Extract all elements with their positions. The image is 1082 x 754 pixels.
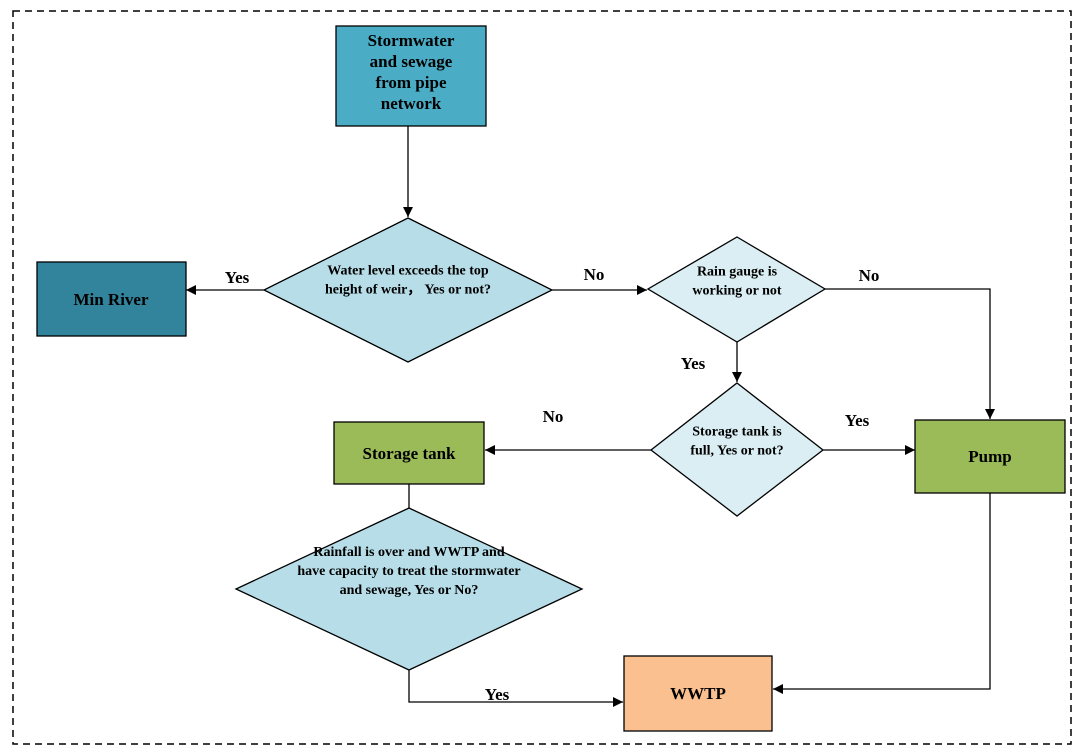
edge-label-rainfall-wwtp-yes: Yes xyxy=(485,685,510,704)
label-line: Storage tank xyxy=(362,444,456,463)
label-line: Rainfall is over and WWTP and xyxy=(313,545,504,560)
label-line: and sewage xyxy=(370,52,453,71)
source-node-label: Stormwater and sewage from pipe network xyxy=(368,31,455,113)
edge-label-weir-river-yes: Yes xyxy=(225,268,250,287)
wwtp-label: WWTP xyxy=(670,684,726,703)
storage-full-decision-node xyxy=(649,382,825,517)
label-line: Storage tank is xyxy=(692,425,782,440)
label-line: Pump xyxy=(968,447,1011,466)
edge-label-storage-pump-yes: Yes xyxy=(845,411,870,430)
source-node xyxy=(335,25,487,127)
label-line: Min River xyxy=(73,290,149,309)
edge-label-gauge-pump-no: No xyxy=(859,266,880,285)
dashed-frame xyxy=(12,10,1072,745)
edge-label-weir-gauge-no: No xyxy=(584,265,605,284)
label-line: and sewage, Yes or No? xyxy=(340,583,479,598)
label-line: working or not xyxy=(692,284,782,299)
edge-label-storage-tank-no: No xyxy=(543,407,564,426)
pump-node xyxy=(914,419,1066,494)
storage-full-decision-label: Storage tank is full, Yes or not? xyxy=(690,425,783,459)
label-line: height of weir， Yes or not? xyxy=(325,283,491,298)
storage-tank-node xyxy=(333,421,485,485)
edge-pump-to-wwtp xyxy=(773,493,991,694)
label-line: Water level exceeds the top xyxy=(327,264,489,279)
edge-gauge-to-pump xyxy=(825,288,995,419)
label-line: WWTP xyxy=(670,684,726,703)
label-line: have capacity to treat the stormwater xyxy=(297,564,520,579)
weir-decision-label: Water level exceeds the top height of wei… xyxy=(325,264,491,298)
label-line: Rain gauge is xyxy=(697,265,778,280)
edge-label-gauge-storage-yes: Yes xyxy=(681,354,706,373)
min-river-node xyxy=(36,261,187,337)
label-line: Stormwater xyxy=(368,31,455,50)
storage-tank-label: Storage tank xyxy=(362,444,456,463)
edge-rainfall-to-wwtp xyxy=(408,670,623,707)
weir-decision-node xyxy=(262,217,554,363)
wwtp-node xyxy=(623,655,773,732)
rain-gauge-decision-node xyxy=(646,236,827,343)
label-line: network xyxy=(381,94,442,113)
rainfall-decision-label: Rainfall is over and WWTP and have capaci… xyxy=(297,545,520,598)
rainfall-decision-node xyxy=(234,507,584,671)
label-line: from pipe xyxy=(376,73,447,92)
pump-label: Pump xyxy=(968,447,1011,466)
min-river-label: Min River xyxy=(73,290,149,309)
connectors xyxy=(186,126,995,707)
label-line: full, Yes or not? xyxy=(690,444,783,459)
rain-gauge-decision-label: Rain gauge is working or not xyxy=(692,265,782,299)
